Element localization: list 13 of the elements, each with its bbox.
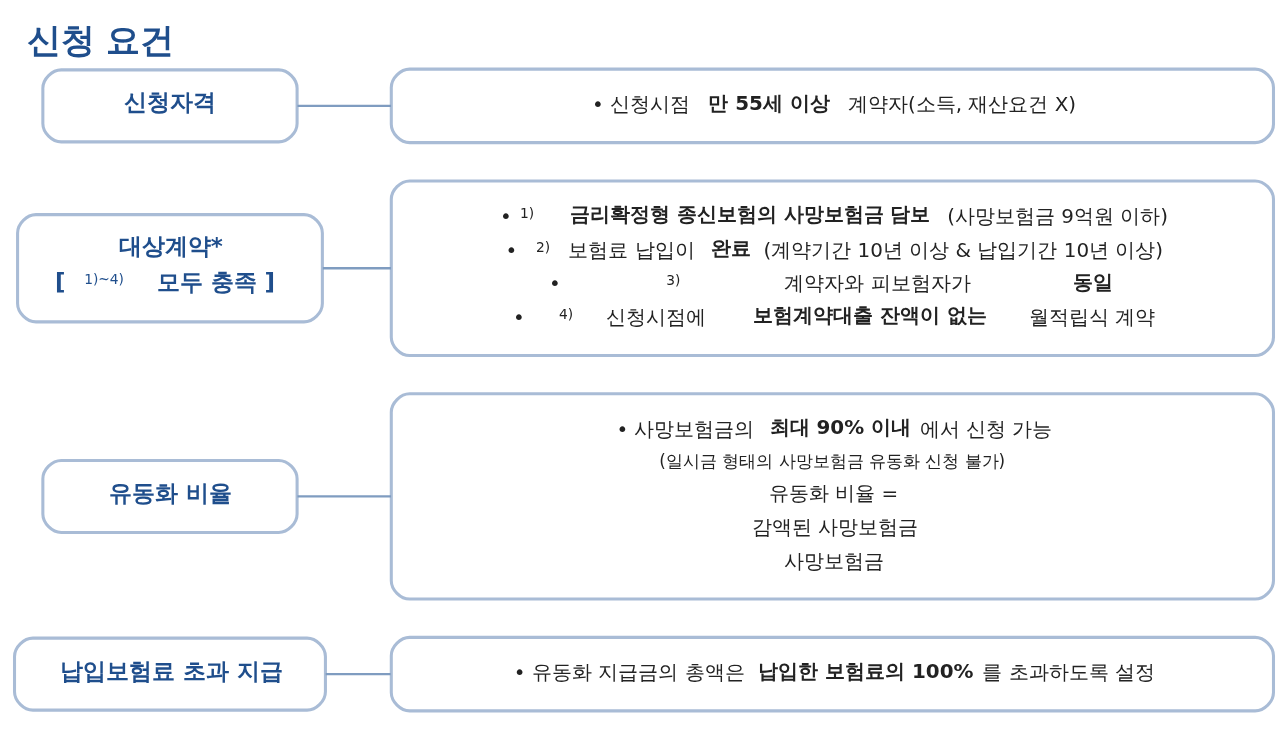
node-box: 대상계약* [ 1)~4) 모두 충족 ] <box>16 212 324 323</box>
connector <box>325 672 391 675</box>
node-box: 신청자격 <box>41 67 299 143</box>
diagram-title: 신청 요건 <box>26 20 175 60</box>
node-box: • 사망보험금의 최대 90% 이내에서 신청 가능 (일시금 형태의 사망보험금 유동화 신청 불가) 유동화 비율 = 감액된 사망보험금 사망보험금 <box>389 391 1275 601</box>
node-box: • 유동화 지급금의 총액은 납입한 보험료의 100%를 초과하도록 설정 <box>389 635 1275 712</box>
node-box: 유동화 비율 <box>41 458 299 534</box>
node-box: 납입보험료 초과 지급 <box>13 636 327 712</box>
connector <box>322 266 391 269</box>
connector <box>297 494 392 498</box>
node-box: • 신청시점 만 55세 이상 계약자(소득, 재산요건 X) <box>389 67 1275 144</box>
node-box: • 1) 금리확정형 종신보험의 사망보험금 담보(사망보험금 9억원 이하) • 2) 보험료 납입이 완료(계약기간 10년 이상 & 납입기간 10년 이상) • 3) 계약자와 피보험자가 동일 • 4) 신청시점에 보험계약대출 잔액이 없는 월적립식 계약 <box>389 178 1275 357</box>
connector <box>297 104 392 107</box>
